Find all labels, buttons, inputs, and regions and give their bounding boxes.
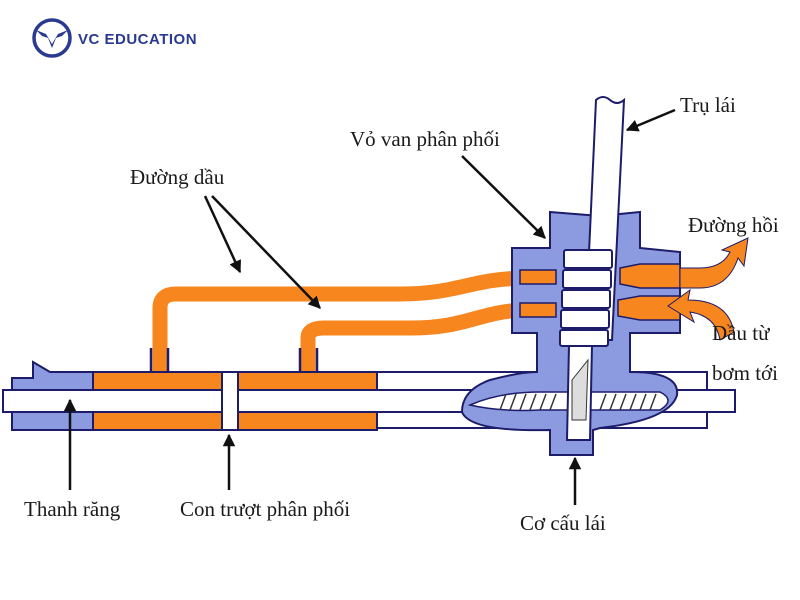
arrow-valve-housing [461,155,546,239]
vc-education-logo: VC EDUCATION [32,18,197,58]
rack-teeth-lines [499,393,657,411]
right-port-lower [617,295,681,321]
left-port-upper [519,269,557,285]
arrow-oil-line-2 [211,195,321,309]
label-oil-line: Đường dầu [130,165,225,189]
label-from-pump-2: bơm tới [712,361,778,385]
label-rack: Thanh răng [24,497,121,521]
oil-lines [152,270,531,372]
arrow-oil-line-1 [203,195,242,274]
logo-text: VC EDUCATION [78,31,197,48]
label-from-pump-1: Dầu từ [712,321,770,345]
label-steering-gear: Cơ cấu lái [520,511,606,535]
pinion-gear [571,358,589,421]
label-return-line: Đường hồi [688,213,779,237]
label-steering-column: Trụ lái [680,93,736,117]
spool-piston [221,371,239,431]
pipe-stubs [149,348,319,372]
left-port-lower [519,302,557,318]
return-flow-arrow [679,237,749,289]
oil-line-upper [152,270,531,372]
label-spool: Con trượt phân phối [180,497,350,521]
right-port-upper [619,263,681,289]
oil-line-lower [300,302,531,372]
logo-ring-icon [32,18,72,58]
spool-valve [559,249,613,347]
label-valve-housing: Vỏ van phân phối [350,127,500,151]
pointer-arrows [63,108,676,505]
logo-wings-icon [36,30,68,48]
steering-column [559,96,626,441]
pump-flow-arrow [667,288,735,341]
arrow-steering-column [625,108,676,132]
